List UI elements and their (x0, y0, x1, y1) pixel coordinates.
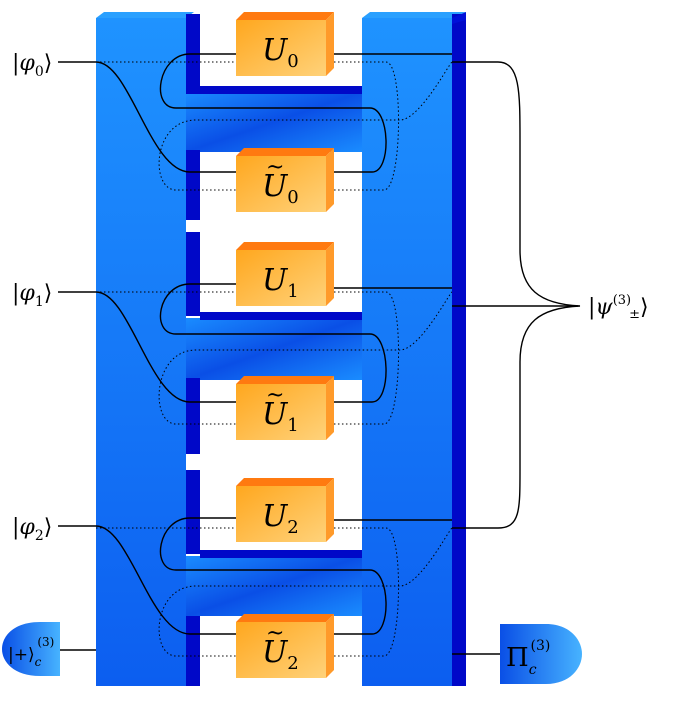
gate-front-face (236, 20, 326, 76)
shade-left-0 (186, 14, 200, 92)
shade-top-0 (186, 86, 362, 94)
gate-top-face (236, 12, 334, 20)
shade-top-2 (200, 550, 362, 558)
gate-u1: U1 (236, 242, 334, 306)
switch-right-side-top (452, 12, 466, 24)
measurement: Πc(3) (500, 624, 582, 684)
shade-left-4 (186, 470, 200, 554)
switch-bar-0 (186, 92, 362, 152)
switch-left-top-edge (96, 12, 194, 18)
dotted-phi2 (96, 527, 453, 657)
gate-side-face (326, 478, 334, 542)
wires-solid (58, 53, 581, 655)
switch-bar-1 (186, 318, 362, 380)
gate-front-face (236, 486, 326, 542)
wires-dotted (96, 61, 453, 657)
gate-side-face (326, 242, 334, 306)
svg-text:Πc(3): Πc(3) (506, 638, 550, 678)
shade-left-3 (186, 378, 200, 454)
gate-tilde-mark: ~ (266, 621, 284, 646)
gate-side-face (326, 148, 334, 212)
gate-top-face (236, 148, 334, 156)
gate-u2: U2 (236, 478, 334, 542)
gate-top-face (236, 242, 334, 250)
output-brace (497, 61, 581, 529)
svg-text:|φ0⟩: |φ0⟩ (12, 51, 52, 80)
gate-u0: U0 (236, 12, 334, 76)
switch-left-pillar (96, 18, 186, 686)
wire-phi0-loop (159, 53, 387, 173)
output-state-label: |ψ(3)±⟩ (588, 293, 649, 322)
input-label-phi1: |φ1⟩ (12, 281, 52, 310)
svg-text:|φ1⟩: |φ1⟩ (12, 281, 52, 310)
dotted-phi0 (96, 61, 453, 191)
control-input: |+⟩c(3) (2, 622, 60, 676)
input-label-phi0: |φ0⟩ (12, 51, 52, 80)
gate-top-face (236, 478, 334, 486)
wire-phi2-in (58, 525, 238, 635)
shade-left-1 (186, 150, 200, 220)
switch-right-pillar (362, 18, 452, 686)
switch-right-side (452, 14, 466, 686)
wire-phi1-in (58, 291, 238, 403)
gate-utilde0: U0~ (236, 148, 334, 212)
gate-top-face (236, 376, 334, 384)
gate-tilde-mark: ~ (266, 383, 284, 408)
shade-top-1 (200, 312, 362, 320)
wire-phi1-loop (159, 283, 387, 403)
svg-text:|φ2⟩: |φ2⟩ (12, 515, 52, 544)
gate-label: U1 (262, 397, 299, 436)
gate-label: U0 (262, 169, 299, 208)
shade-left-2 (186, 232, 200, 316)
gate-utilde1: U1~ (236, 376, 334, 440)
gate-side-face (326, 12, 334, 76)
input-label-phi2: |φ2⟩ (12, 515, 52, 544)
gate-utilde2: U2~ (236, 614, 334, 678)
gate-label: U0 (262, 33, 299, 72)
gate-label: U1 (262, 263, 299, 302)
gate-label: U2 (262, 499, 299, 538)
svg-text:|ψ(3)±⟩: |ψ(3)±⟩ (588, 293, 649, 322)
gate-tilde-mark: ~ (266, 155, 284, 180)
gate-front-face (236, 250, 326, 306)
gate-front-face (236, 622, 326, 678)
gate-side-face (326, 376, 334, 440)
gate-label: U2 (262, 635, 299, 674)
measurement-shape (500, 624, 582, 684)
wire-phi2-loop (159, 517, 387, 635)
switch-body (96, 12, 466, 686)
switch-right-top-edge (362, 12, 466, 18)
shade-left-5 (186, 616, 200, 686)
control-input-shape (2, 622, 60, 676)
gate-top-face (236, 614, 334, 622)
gate-front-face (236, 156, 326, 212)
wire-phi0-in (58, 61, 238, 173)
gate-front-face (236, 384, 326, 440)
gate-side-face (326, 614, 334, 678)
svg-text:|+⟩c(3): |+⟩c(3) (8, 635, 54, 669)
